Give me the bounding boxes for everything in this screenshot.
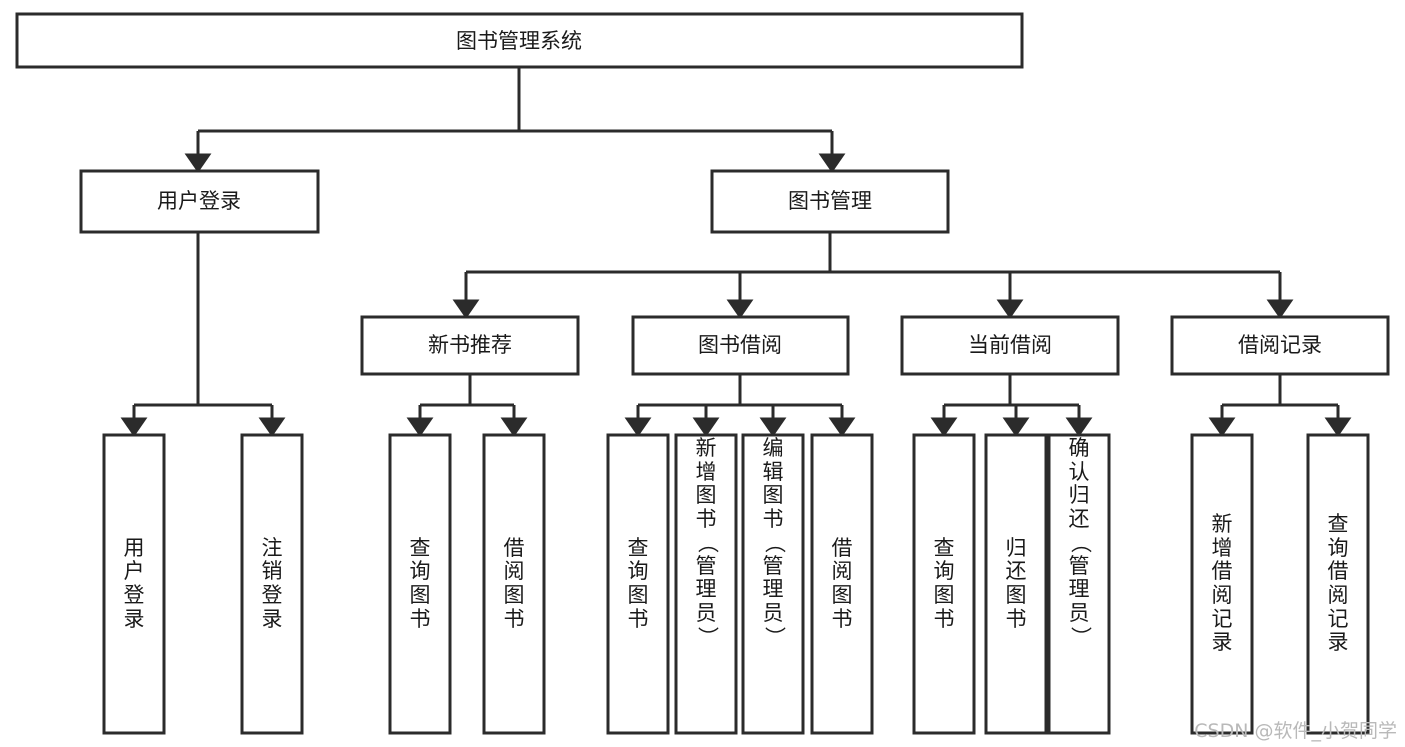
node-box-leaf-13[interactable]: [1306, 433, 1370, 735]
connector-current-bus: [944, 374, 1079, 407]
connector-login-bus: [134, 232, 272, 407]
node-box-bookmgmt[interactable]: [710, 169, 950, 234]
node-box-leaf-5[interactable]: [606, 433, 670, 735]
connector-records-bus: [1222, 374, 1338, 407]
connector-borrow-bus: [638, 374, 842, 407]
node-box-leaf-6[interactable]: [674, 433, 738, 735]
node-box-leaf-10[interactable]: [984, 433, 1048, 735]
node-box-leaf-11[interactable]: [1047, 433, 1111, 735]
node-label-root: 图书管理系统: [456, 29, 582, 53]
watermark-text: CSDN @软件_小贺同学: [1194, 720, 1397, 742]
node-box-newbook[interactable]: [360, 315, 580, 376]
node-box-leaf-2[interactable]: [240, 433, 304, 735]
node-label-bookmgmt: 图书管理: [788, 189, 872, 213]
node-label-records: 借阅记录: [1238, 333, 1322, 357]
node-box-leaf-7[interactable]: [741, 433, 805, 735]
node-label-login: 用户登录: [157, 189, 241, 213]
node-box-leaf-1[interactable]: [102, 433, 166, 735]
node-box-records[interactable]: [1170, 315, 1390, 376]
node-box-leaf-9[interactable]: [912, 433, 976, 735]
node-box-leaf-4[interactable]: [482, 433, 546, 735]
node-box-login[interactable]: [79, 169, 320, 234]
node-box-leaf-3[interactable]: [388, 433, 452, 735]
node-label-newbook: 新书推荐: [428, 333, 512, 357]
node-box-leaf-8[interactable]: [810, 433, 874, 735]
connector-root-bus: [198, 67, 832, 133]
node-label-borrow: 图书借阅: [698, 333, 782, 357]
node-box-root[interactable]: [15, 12, 1024, 69]
node-box-leaf-12[interactable]: [1190, 433, 1254, 735]
connector-bookmgmt-bus: [466, 232, 1280, 274]
node-label-current: 当前借阅: [968, 333, 1052, 357]
connector-newbook-bus: [420, 374, 514, 407]
node-box-current[interactable]: [900, 315, 1120, 376]
